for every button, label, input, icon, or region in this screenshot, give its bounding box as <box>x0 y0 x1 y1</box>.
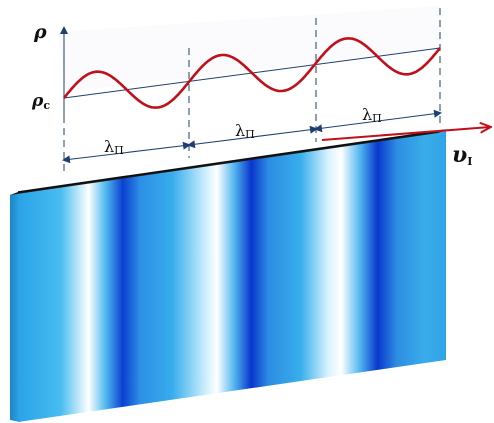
wavelength-label-2: λΠ <box>235 121 255 141</box>
slab-front-face <box>18 130 446 422</box>
velocity-label: υI <box>452 142 472 168</box>
wavelength-label-1: λΠ <box>104 137 124 157</box>
rho-c-label: ρc <box>31 91 50 112</box>
slab-side-face <box>10 192 20 422</box>
density-wave-curve <box>63 37 441 109</box>
wavelength-span-1 <box>62 141 191 164</box>
background-plane <box>58 6 442 92</box>
velocity-arrow-icon <box>321 127 490 141</box>
wavelength-span-2 <box>187 125 318 149</box>
wavelength-label-3: λΠ <box>362 105 382 125</box>
slab-top-line <box>17 129 447 193</box>
rho-axis-label: ρ <box>33 21 47 43</box>
wavelength-span-3 <box>314 109 442 133</box>
